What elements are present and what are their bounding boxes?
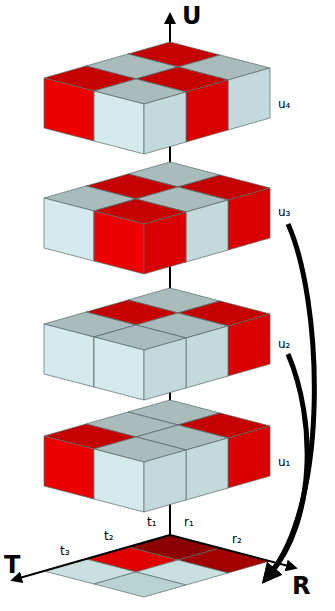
index-label: t₂ [104,530,114,542]
tensor-slices [44,42,270,597]
cube-side [186,326,228,388]
cube-side [94,337,144,400]
cube-side [44,198,94,261]
cube-side [144,450,186,512]
index-label: u₂ [278,338,290,350]
cube-side [228,68,270,130]
cube-side [94,211,144,274]
cube-side [44,436,94,499]
cube-side [228,314,270,376]
index-label: u₄ [278,98,290,110]
axis-line [16,535,170,579]
cube-side [186,80,228,142]
mapping-arrows [270,224,314,574]
base-cell [94,572,186,597]
cube-side [44,78,94,141]
cube-side [144,92,186,154]
cube-side [144,338,186,400]
axis-label: R [292,574,310,598]
index-label: t₃ [60,545,70,557]
cube-side [44,324,94,387]
tensor-slice [44,162,270,274]
tensor-slice [44,400,270,512]
index-label: r₁ [184,516,194,528]
index-label: t₁ [147,516,157,528]
tensor-slice [44,288,270,400]
index-label: u₃ [278,206,290,218]
tensor-slice [44,42,270,154]
cube-side [94,449,144,512]
cube-side [186,200,228,262]
cube-side [228,188,270,250]
cube-side [94,91,144,154]
mapping-arrow [270,224,314,574]
index-label: u₁ [278,456,290,468]
base-axes [16,535,292,579]
axis-label: T [4,553,20,577]
cube-side [144,212,186,274]
cube-side [186,438,228,500]
cube-side [228,426,270,488]
axis-label: U [182,4,202,28]
index-label: r₂ [232,533,242,545]
mapping-arrow [270,354,307,574]
axis-line [170,535,292,567]
